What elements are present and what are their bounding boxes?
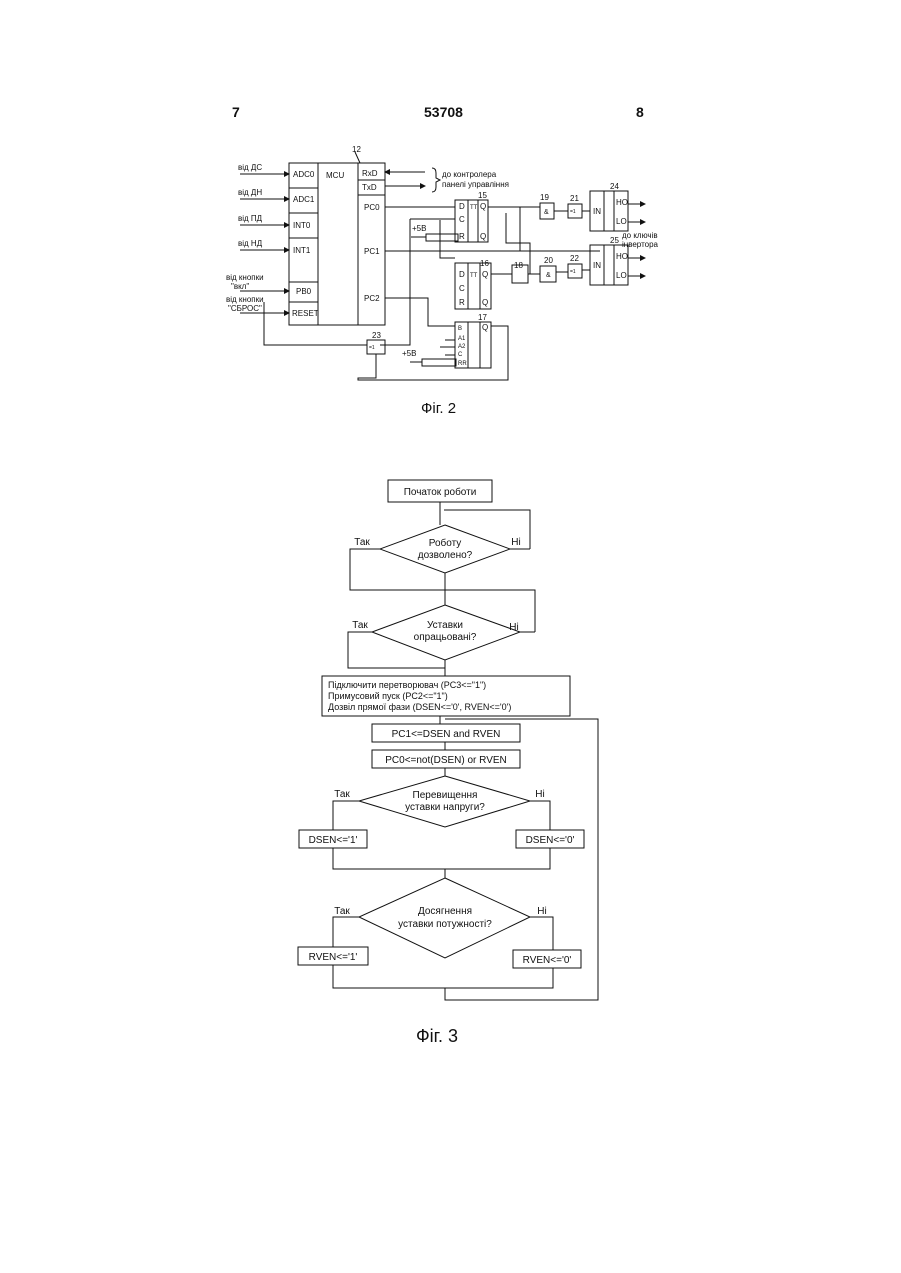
d3-no: Ні <box>535 789 544 800</box>
d4-line2: уставки потужності? <box>398 919 492 930</box>
start-label: Початок роботи <box>404 486 477 498</box>
d2-no: Ні <box>509 622 518 633</box>
init-line2: Примусовий пуск (PC2<="1") <box>328 691 448 701</box>
d4-yes: Так <box>334 906 350 917</box>
d2-yes: Так <box>352 620 368 631</box>
rven1-label: RVEN<='1' <box>309 952 358 963</box>
d1-yes: Так <box>354 537 370 548</box>
dsen1-label: DSEN<='1' <box>309 835 358 846</box>
d1-line1: Роботу <box>429 537 462 549</box>
dsen0-label: DSEN<='0' <box>526 835 575 846</box>
d2-line1: Уставки <box>427 620 463 631</box>
d1-no: Ні <box>511 537 520 548</box>
d4-line1: Досягнення <box>418 906 472 917</box>
d3-line2: уставки напруги? <box>405 802 485 813</box>
d4-no: Ні <box>537 906 546 917</box>
init-line1: Підключити перетворювач (PC3<="1") <box>328 680 486 690</box>
d2-line2: опрацьовані? <box>414 632 477 643</box>
decision-work-allowed <box>380 525 510 573</box>
init-line3: Дозвіл прямої фази (DSEN<='0', RVEN<='0'… <box>328 702 511 712</box>
d3-yes: Так <box>334 789 350 800</box>
pc1-label: PC1<=DSEN and RVEN <box>392 729 501 740</box>
d1-line2: дозволено? <box>418 550 473 561</box>
rven0-label: RVEN<='0' <box>523 955 572 966</box>
decision-power <box>359 878 530 958</box>
pc0-label: PC0<=not(DSEN) or RVEN <box>385 755 507 766</box>
d3-line1: Перевищення <box>413 790 478 801</box>
fig3-caption: Фіг. 3 <box>416 1026 458 1047</box>
